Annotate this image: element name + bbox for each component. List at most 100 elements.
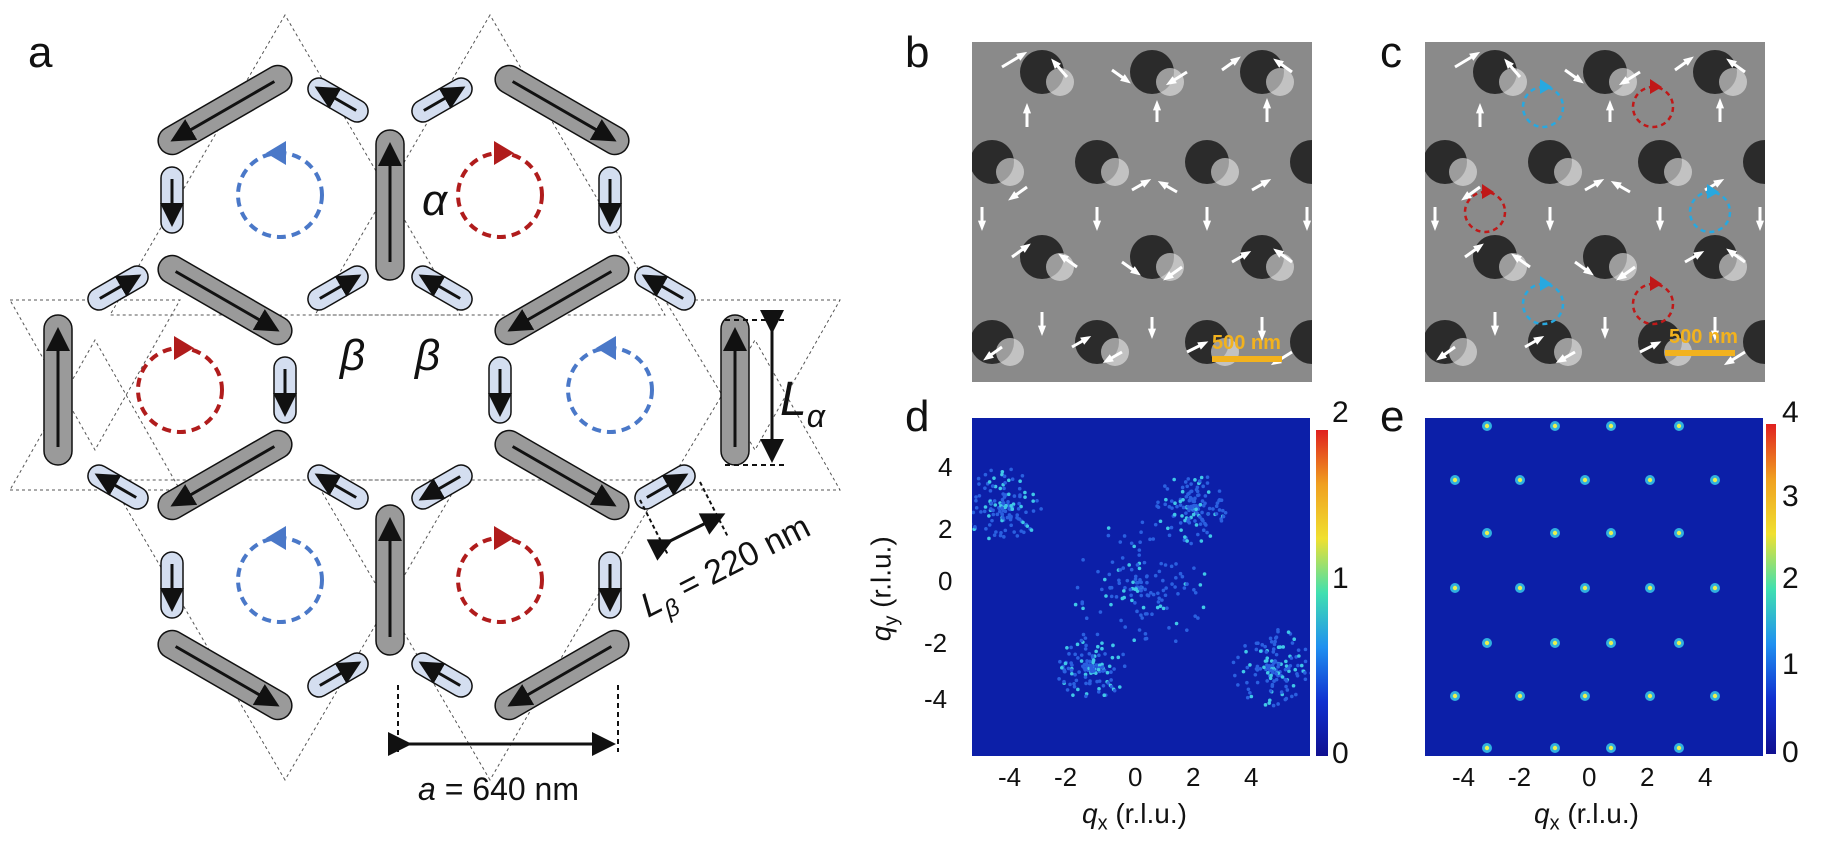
intensity-speckle bbox=[1254, 647, 1259, 652]
intensity-speckle bbox=[1143, 632, 1148, 636]
vertex-highlight bbox=[1719, 68, 1747, 96]
intensity-speckle bbox=[1145, 593, 1150, 597]
intensity-speckle bbox=[1272, 679, 1276, 683]
intensity-speckle bbox=[1019, 504, 1023, 509]
intensity-speckle bbox=[1097, 653, 1101, 658]
intensity-speckle bbox=[1205, 530, 1209, 535]
intensity-speckle bbox=[1009, 523, 1013, 528]
intensity-speckle bbox=[1114, 595, 1119, 599]
vertex-highlight bbox=[1266, 253, 1294, 281]
intensity-speckle bbox=[1100, 662, 1104, 667]
intensity-speckle bbox=[1268, 676, 1273, 681]
intensity-speckle bbox=[1111, 643, 1115, 648]
intensity-speckle bbox=[1264, 658, 1269, 663]
flux-loop bbox=[236, 151, 324, 239]
intensity-speckle bbox=[1201, 605, 1206, 610]
moment-arrow bbox=[1610, 181, 1631, 194]
intensity-speckle bbox=[1271, 650, 1276, 654]
intensity-speckle bbox=[1161, 606, 1166, 611]
intensity-speckle bbox=[1081, 606, 1085, 611]
vertex-highlight bbox=[1156, 253, 1184, 281]
panel-d-xtick: 4 bbox=[1244, 762, 1259, 792]
panel-b-scalebar bbox=[1212, 356, 1282, 362]
intensity-speckle bbox=[1107, 572, 1112, 577]
bragg-peak bbox=[1450, 691, 1460, 701]
intensity-speckle bbox=[1079, 659, 1084, 663]
moment-arrow bbox=[1454, 51, 1481, 69]
intensity-speckle bbox=[1117, 685, 1122, 689]
alpha-island bbox=[157, 429, 293, 521]
intensity-speckle bbox=[1071, 693, 1075, 697]
intensity-speckle bbox=[1135, 563, 1140, 567]
intensity-speckle bbox=[977, 482, 981, 486]
bragg-peak bbox=[1450, 475, 1460, 485]
intensity-speckle bbox=[1006, 492, 1011, 497]
vertex-highlight bbox=[1101, 158, 1129, 186]
intensity-speckle bbox=[1069, 661, 1073, 665]
loop-arrowhead bbox=[494, 141, 514, 165]
intensity-speckle bbox=[1109, 602, 1113, 607]
moment-arrow bbox=[1639, 341, 1662, 354]
intensity-speckle bbox=[1283, 667, 1288, 672]
intensity-speckle bbox=[1291, 683, 1296, 688]
intensity-speckle bbox=[998, 486, 1003, 491]
intensity-speckle bbox=[1254, 667, 1259, 671]
intensity-speckle bbox=[1072, 681, 1076, 686]
intensity-speckle bbox=[1267, 701, 1272, 705]
panel-d-letter: d bbox=[905, 392, 930, 441]
intensity-speckle bbox=[1269, 668, 1273, 673]
intensity-speckle bbox=[1001, 492, 1005, 496]
intensity-speckle bbox=[1084, 616, 1089, 621]
moment-arrow bbox=[1058, 253, 1078, 269]
intensity-speckle bbox=[1263, 644, 1267, 649]
intensity-speckle bbox=[1267, 698, 1272, 703]
moment-arrow bbox=[1092, 207, 1102, 231]
intensity-speckle bbox=[1178, 499, 1183, 504]
panel-e-cb-tick: 0 bbox=[1782, 736, 1799, 769]
panel-e-xlabel: qx (r.l.u.) bbox=[1534, 798, 1639, 835]
intensity-speckle bbox=[1000, 512, 1004, 516]
intensity-speckle bbox=[1170, 506, 1174, 510]
intensity-speckle bbox=[1197, 493, 1201, 497]
panel-d-ylabel: qy (r.l.u.) bbox=[865, 536, 903, 642]
bragg-peak bbox=[1482, 743, 1492, 753]
intensity-speckle bbox=[1195, 489, 1200, 494]
intensity-speckle bbox=[1079, 653, 1084, 657]
intensity-speckle bbox=[1088, 681, 1092, 686]
intensity-speckle bbox=[1286, 630, 1291, 634]
intensity-speckle bbox=[1137, 566, 1142, 571]
intensity-speckle bbox=[1139, 530, 1143, 535]
intensity-speckle bbox=[1186, 477, 1191, 481]
alpha-island bbox=[720, 314, 750, 466]
intensity-speckle bbox=[1156, 591, 1160, 596]
intensity-speckle bbox=[987, 523, 992, 527]
intensity-speckle bbox=[1139, 580, 1143, 585]
intensity-speckle bbox=[1096, 569, 1100, 574]
intensity-speckle bbox=[1121, 652, 1125, 657]
intensity-speckle bbox=[993, 503, 998, 507]
intensity-speckle bbox=[1143, 587, 1147, 592]
panel-d-ytick: 4 bbox=[938, 452, 953, 482]
l-alpha-main: L bbox=[780, 373, 807, 426]
intensity-speckle bbox=[1016, 507, 1021, 511]
intensity-speckle bbox=[1006, 478, 1011, 483]
panel-d-ytick: 0 bbox=[938, 566, 953, 596]
alpha-island bbox=[157, 254, 293, 346]
alpha-island bbox=[157, 629, 293, 721]
intensity-speckle bbox=[1084, 681, 1088, 686]
intensity-speckle bbox=[1060, 665, 1064, 670]
intensity-speckle bbox=[1094, 663, 1099, 667]
intensity-speckle bbox=[1139, 613, 1143, 617]
intensity-speckle bbox=[1245, 695, 1250, 700]
beta-island bbox=[488, 356, 512, 424]
intensity-speckle bbox=[1070, 671, 1074, 676]
intensity-speckle bbox=[1006, 500, 1010, 504]
bragg-peak bbox=[1645, 475, 1655, 485]
intensity-speckle bbox=[1248, 663, 1252, 667]
intensity-speckle bbox=[1187, 498, 1192, 503]
intensity-speckle bbox=[1193, 519, 1197, 523]
intensity-speckle bbox=[1167, 626, 1171, 630]
intensity-speckle bbox=[1175, 504, 1179, 509]
flux-loop bbox=[566, 346, 654, 434]
intensity-speckle bbox=[1284, 684, 1288, 689]
